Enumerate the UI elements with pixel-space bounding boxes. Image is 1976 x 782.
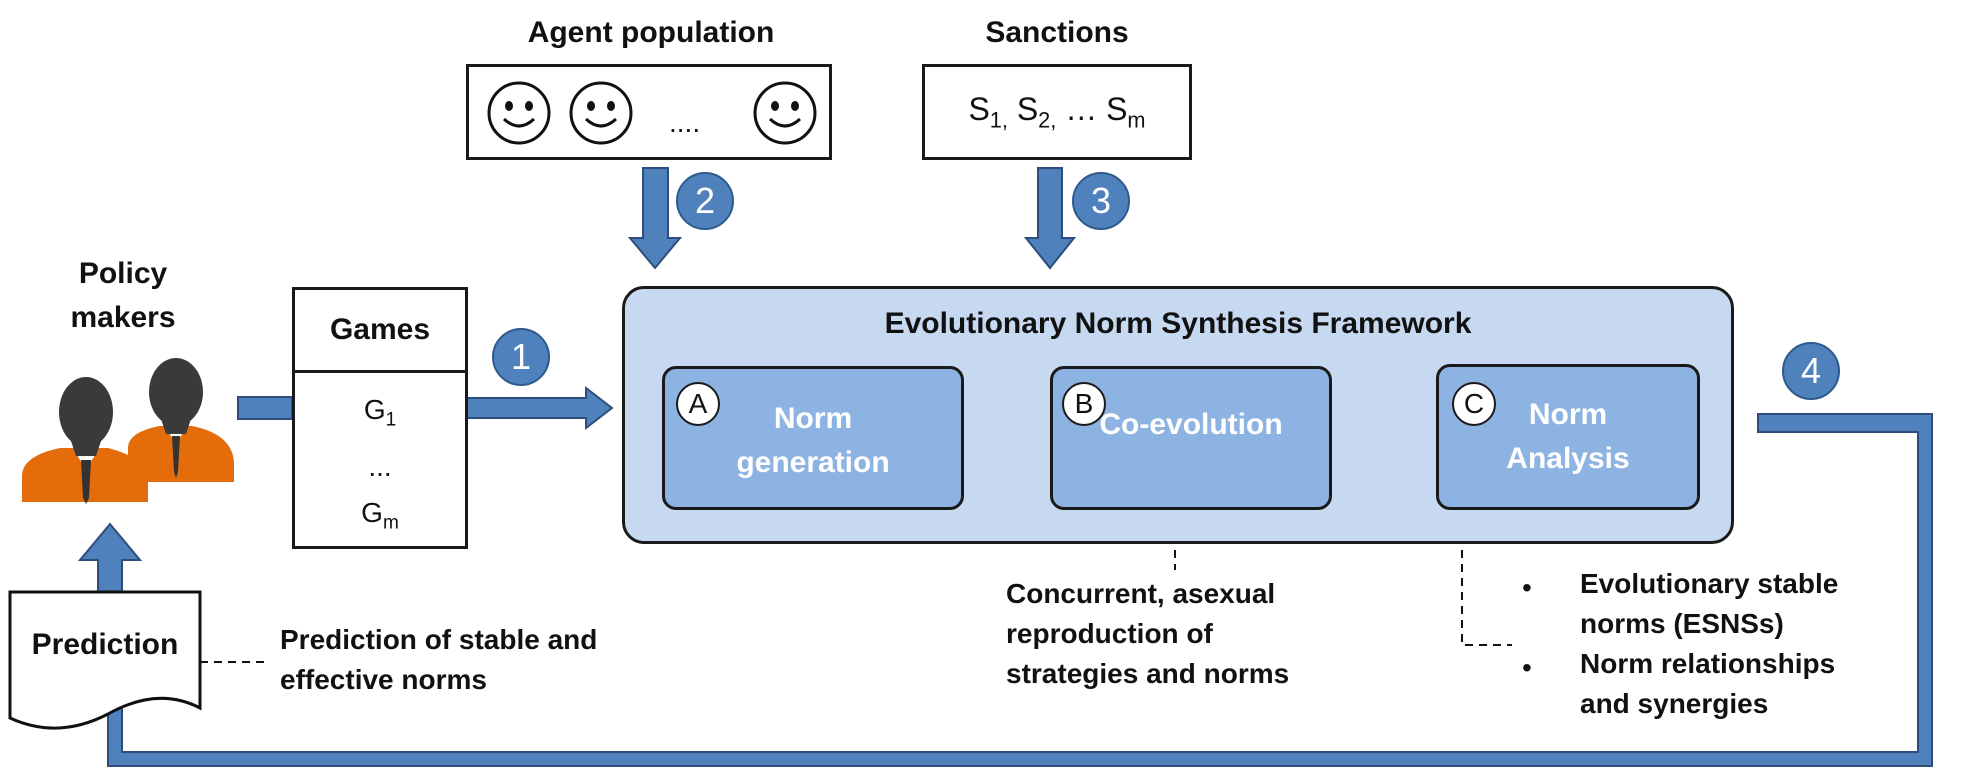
population-ellipsis: ....: [669, 107, 701, 138]
step-badge-1: 1: [492, 328, 550, 386]
policy-makers-line2: makers: [70, 301, 176, 334]
smiley-icon: [487, 81, 551, 145]
smiley-icon: [753, 81, 817, 145]
analysis-leader-line: [1461, 508, 1512, 646]
policy-makers-line1: Policy: [78, 257, 168, 290]
module-a-letter: A: [676, 382, 720, 426]
analysis-note-relationships: Norm relationships and synergies: [1580, 648, 1836, 719]
sanctions-down-arrow: [1023, 167, 1077, 270]
prediction-label: Prediction: [31, 628, 179, 661]
population-down-arrow: [627, 167, 683, 270]
analysis-note-esns: Evolutionary stable norms (ESNSs): [1580, 568, 1839, 639]
prediction-document-icon: [8, 590, 202, 730]
policy-makers-icon: [22, 358, 234, 504]
sanctions-box: S1, S2, … Sm: [922, 64, 1192, 160]
games-list: G1 ... Gm: [295, 373, 465, 546]
module-b-text: Co-evolution: [1099, 408, 1283, 441]
module-c-text: Norm Analysis: [1506, 398, 1630, 475]
agent-population-title: Agent population: [527, 16, 775, 49]
analysis-bullet-1: •: [1522, 572, 1532, 603]
policy-to-games-connector: [237, 396, 293, 420]
game-last: Gm: [361, 496, 399, 534]
module-c-letter: C: [1452, 382, 1496, 426]
games-to-framework-arrow: [465, 385, 614, 431]
prediction-up-arrow: [77, 522, 143, 593]
games-title: Games: [295, 290, 465, 373]
person-back-icon: [128, 358, 234, 482]
smiley-icon: [569, 81, 633, 145]
prediction-note: Prediction of stable and effective norms: [280, 624, 598, 695]
games-box: Games G1 ... Gm: [292, 287, 468, 549]
games-ellipsis: ...: [368, 450, 392, 482]
module-a-text: Norm generation: [736, 402, 890, 479]
step-badge-2: 2: [676, 172, 734, 230]
step-badge-4: 4: [1782, 342, 1840, 400]
analysis-bullet-2: •: [1522, 652, 1532, 683]
step-badge-3: 3: [1072, 172, 1130, 230]
module-b-letter: B: [1062, 382, 1106, 426]
sanctions-list: S1, S2, … Sm: [968, 90, 1146, 133]
policy-makers-label: Policy makers: [40, 252, 206, 340]
coevolution-note: Concurrent, asexual reproduction of stra…: [1006, 578, 1290, 689]
game-first: G1: [363, 394, 397, 431]
sanctions-title: Sanctions: [985, 16, 1129, 49]
framework-title: Evolutionary Norm Synthesis Framework: [884, 307, 1472, 340]
agent-population-box: ....: [466, 64, 832, 160]
person-front-icon: [22, 377, 148, 504]
